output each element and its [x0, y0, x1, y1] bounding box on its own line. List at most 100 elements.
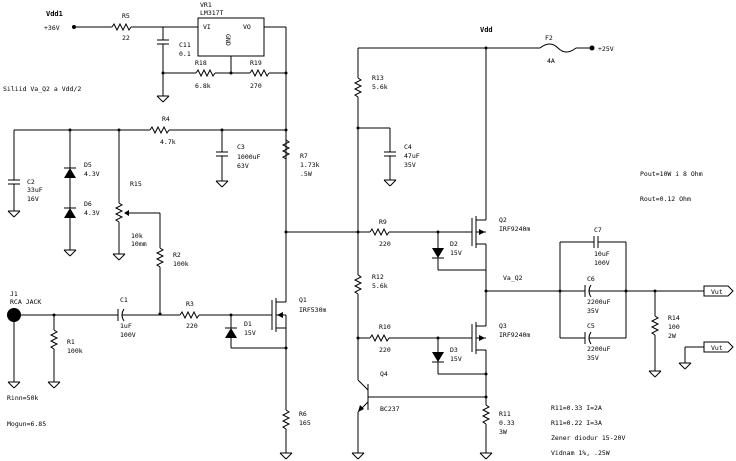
r3-value: 220: [186, 322, 198, 330]
c7-volt: 100V: [594, 259, 610, 267]
c2-value: 33uF: [27, 186, 43, 194]
c7-name: C7: [594, 226, 602, 234]
r4-name: R4: [162, 115, 170, 123]
note-zener: Zener diodur 15-20V: [551, 434, 625, 442]
r18-name: R18: [195, 59, 207, 67]
q3-mosfet: [479, 335, 485, 341]
potentiometer-r15: [115, 202, 123, 223]
r19-value: 270: [250, 82, 262, 90]
resistor-r14: [651, 315, 659, 336]
f2-name: F2: [545, 34, 553, 42]
r19-name: R19: [250, 59, 262, 67]
d6-value: 4.3V: [84, 209, 100, 217]
r4-value: 4.7k: [160, 138, 176, 146]
c4-volt: 35V: [404, 161, 416, 169]
r10-value: 220: [379, 346, 391, 354]
r5-name: R5: [122, 12, 130, 20]
q4-name: Q4: [380, 370, 388, 378]
r5-value: 22: [122, 34, 130, 42]
c6-volt: 35V: [587, 307, 599, 315]
q4-type: BC237: [380, 405, 400, 413]
resistor-r19: [249, 69, 270, 77]
r13-name: R13: [372, 74, 384, 82]
d5-value: 4.3V: [84, 170, 100, 178]
c1-value: 1uF: [120, 322, 132, 330]
r13-value: 5.6k: [372, 83, 388, 91]
resistor-r1: [50, 329, 58, 350]
r7-value: 1.73k: [300, 161, 320, 169]
r14-watt: 2W: [668, 332, 676, 340]
va-q2-label: Va_Q2: [503, 274, 523, 282]
r9-name: R9: [379, 218, 387, 226]
f2-value: 4A: [547, 57, 555, 65]
d5-name: D5: [84, 161, 92, 169]
resistor-r12: [354, 274, 362, 295]
c4-name: C4: [404, 143, 412, 151]
q1-type: IRF530m: [299, 306, 326, 314]
d3-value: 15V: [450, 355, 462, 363]
resistor-r10: [369, 334, 390, 342]
j1-name: J1: [10, 290, 18, 298]
resistor-r5: [111, 23, 132, 31]
output-stage: Vdd F2 4A +25V R13 5.6k C4 47uF 35V R9 2…: [284, 26, 734, 460]
c4-value: 47uF: [404, 152, 420, 160]
r1-name: R1: [67, 338, 75, 346]
r2-name: R2: [173, 251, 181, 259]
c5-name: C5: [587, 322, 595, 330]
q3-name: Q3: [499, 322, 507, 330]
c1-volt: 100V: [120, 331, 136, 339]
c3-volt: 63V: [237, 162, 249, 170]
resistor-r6: [282, 409, 290, 430]
c6-value: 2200uF: [587, 298, 611, 306]
vr1-gnd: GND: [224, 34, 232, 46]
vut-label-2: Vut: [711, 344, 723, 352]
d3-name: D3: [450, 346, 458, 354]
r11-name: R11: [499, 410, 511, 418]
vr1-vi: VI: [203, 23, 211, 31]
q2-mosfet: [479, 229, 485, 235]
resistor-r4: [149, 126, 170, 134]
d1-name: D1: [244, 320, 252, 328]
q2-name: Q2: [499, 216, 507, 224]
vut-ground-terminal: [703, 341, 734, 353]
r7-name: R7: [300, 152, 308, 160]
c2-name: C2: [27, 178, 35, 186]
rinn-note: Rinn=50k: [7, 394, 38, 402]
r11-watt: 3W: [499, 428, 507, 436]
q3-type: IRF9240m: [499, 331, 530, 339]
plus25-terminal: [589, 45, 595, 51]
note-r11-2a: R11=0.33 I=2A: [551, 404, 602, 412]
c5-volt: 35V: [587, 354, 599, 362]
q1-name: Q1: [299, 296, 307, 304]
note-resistors: Vidnam 1%, .25W: [551, 449, 610, 457]
vdd1-label: Vdd1: [46, 10, 63, 18]
d6-name: D6: [84, 200, 92, 208]
resistor-r3: [179, 311, 200, 319]
r15-value: 10k: [131, 232, 143, 240]
q1-mosfet: [277, 312, 283, 318]
d1-value: 15V: [244, 329, 256, 337]
r6-name: R6: [299, 410, 307, 418]
vdd-label: Vdd: [480, 26, 493, 34]
pout-note: Pout=10W i 8 Ohm: [640, 170, 703, 178]
mogun-note: Mogun=6.85: [7, 420, 46, 428]
vr1-vo: VO: [243, 23, 251, 31]
r15-type: 10mm: [131, 240, 147, 248]
resistor-r13: [354, 77, 362, 98]
resistor-r18: [195, 69, 216, 77]
plus36-label: +36V: [44, 24, 60, 32]
c5-value: 2200uF: [587, 345, 611, 353]
c1-name: C1: [120, 296, 128, 304]
d2-value: 15V: [450, 249, 462, 257]
r12-value: 5.6k: [372, 282, 388, 290]
vr1-name: VR1: [200, 1, 212, 9]
r12-name: R12: [372, 273, 384, 281]
supply-section: Vdd1 +36V R5 22 C11 0.1 VR1 LM317T VI VO…: [3, 1, 288, 232]
c3-value: 1000uF: [237, 153, 261, 161]
r7-watt: .5W: [300, 170, 312, 178]
rout-note: Rout=0.12 Ohm: [640, 195, 691, 203]
c6-name: C6: [587, 275, 595, 283]
adjust-note: Siliid Va_Q2 a Vdd/2: [3, 85, 81, 93]
r14-value: 100: [668, 323, 680, 331]
